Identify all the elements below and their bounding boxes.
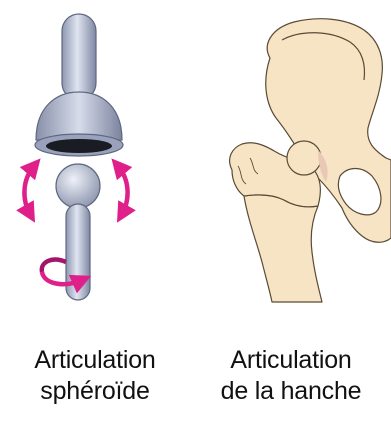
hip-joint-illustration	[230, 19, 391, 302]
ball-head	[56, 164, 100, 208]
femur-shaft	[244, 195, 322, 302]
curved-arrow-icon-axial-back	[42, 260, 66, 272]
femoral-head	[287, 141, 321, 175]
curved-arrow-icon-left	[24, 166, 34, 214]
caption-left-line1: Articulation	[0, 345, 190, 376]
socket-cup	[36, 92, 122, 140]
caption-left-line2: sphéroïde	[0, 376, 190, 407]
caption-ball-and-socket: Articulation sphéroïde	[0, 345, 190, 407]
socket-opening	[46, 139, 112, 153]
caption-hip-joint: Articulation de la hanche	[196, 345, 386, 407]
caption-right-line2: de la hanche	[196, 376, 386, 407]
ball-and-socket-model	[24, 14, 127, 300]
curved-arrow-icon-right	[118, 166, 128, 214]
caption-right-line1: Articulation	[196, 345, 386, 376]
upper-rod	[62, 14, 96, 100]
